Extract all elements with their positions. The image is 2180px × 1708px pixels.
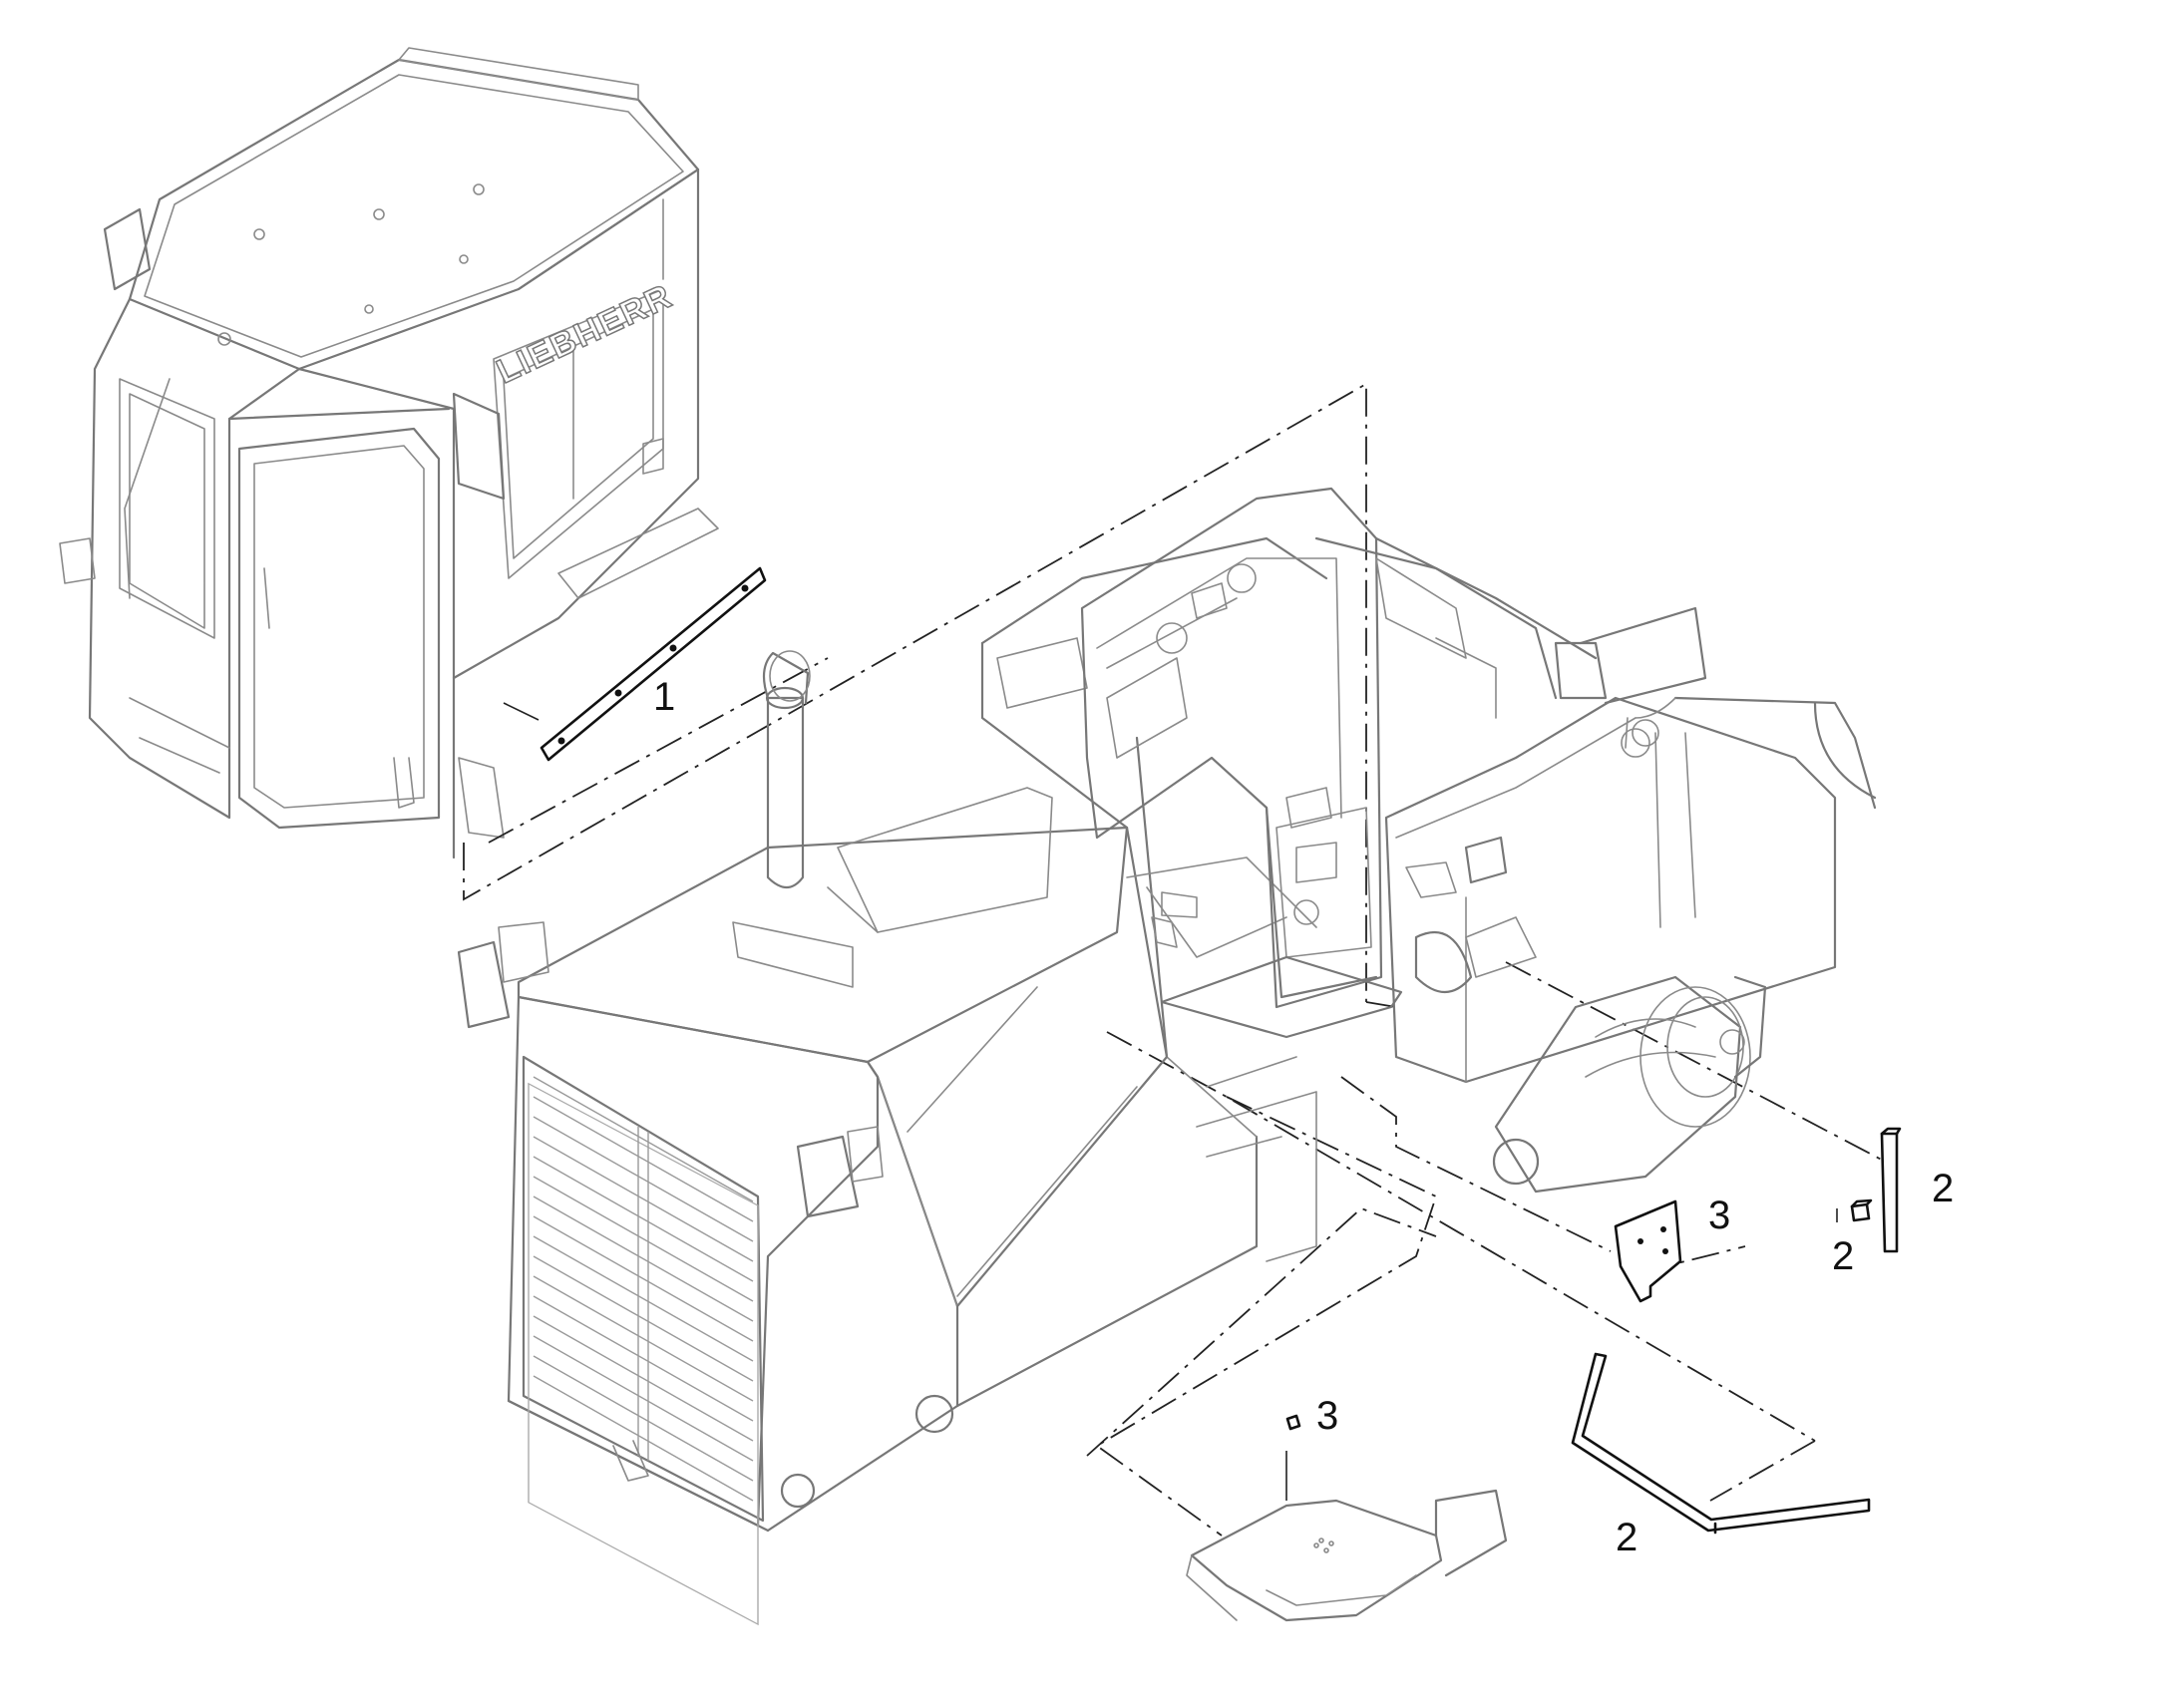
callout-2-lower: 2: [1616, 1516, 1637, 1559]
callout-2-small: 2: [1832, 1234, 1854, 1278]
belly-guard: [1186, 1489, 1508, 1622]
machine-chassis: [457, 487, 1877, 1626]
callout-3-upper: 3: [1708, 1194, 1730, 1237]
part-1-seal-strip: [503, 566, 767, 762]
callout-2-upper: 2: [1932, 1167, 1954, 1210]
callout-3-lower: 3: [1316, 1394, 1338, 1438]
radiator-grille: [528, 1082, 759, 1626]
part-2-bent-rail: [1571, 1352, 1871, 1535]
callout-1: 1: [653, 675, 675, 719]
cab-brand-lettering: LIEBHERR: [491, 277, 678, 392]
part-3-bracket-plate: [1614, 1199, 1682, 1303]
callout-numbers: 1 2 2 3 3 2: [653, 675, 1954, 1559]
part-2-vertical-bar: [1836, 1127, 1902, 1253]
part-3-small-tab: [1285, 1414, 1301, 1501]
assembly-leader-lines: [463, 382, 1896, 1537]
operator-cab: LIEBHERR: [59, 47, 719, 859]
part-2-small-block: [1850, 1198, 1873, 1222]
